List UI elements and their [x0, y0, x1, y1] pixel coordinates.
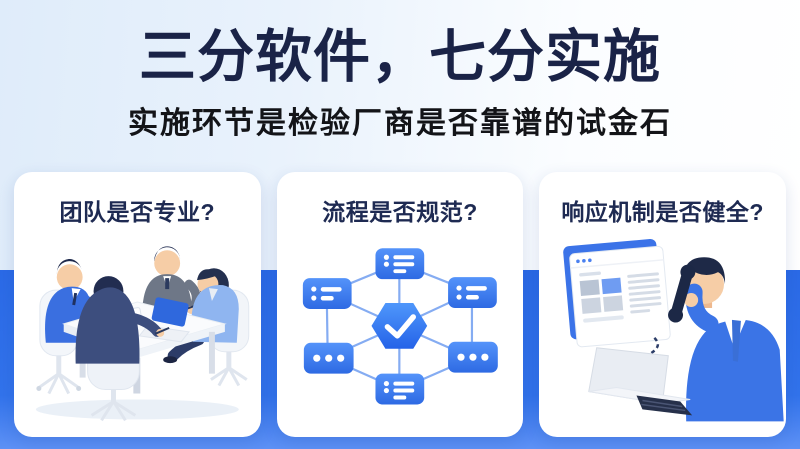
node-list-top-left [302, 278, 352, 309]
hexagon-check-icon [371, 303, 427, 349]
node-list-top [375, 248, 424, 280]
process-network-illustration [302, 248, 498, 405]
node-list-top-right [447, 277, 497, 308]
team-meeting-illustration [35, 246, 250, 422]
card-team: 团队是否专业? [14, 172, 261, 437]
card-response-title: 响应机制是否健全? [561, 199, 764, 225]
node-ellipsis-bottom-left [303, 342, 354, 374]
card-process: 流程是否规范? [276, 172, 524, 437]
card-row: 团队是否专业? [14, 172, 787, 437]
card-response: 响应机制是否健全? [539, 172, 787, 437]
phone-handset-icon [668, 264, 696, 323]
page-title: 三分软件，七分实施 [139, 25, 661, 89]
laptop [588, 347, 693, 416]
browser-window [563, 239, 672, 348]
card-team-title: 团队是否专业? [59, 199, 216, 225]
person-front-back-view [75, 276, 170, 364]
header: 三分软件，七分实施 实施环节是检验厂商是否靠谱的试金石 [0, 0, 800, 142]
page-subtitle: 实施环节是检验厂商是否靠谱的试金石 [128, 106, 672, 140]
customer-support-illustration [563, 239, 785, 422]
node-ellipsis-bottom-right [447, 341, 498, 373]
support-agent [668, 257, 785, 422]
node-list-bottom [375, 373, 424, 405]
card-process-title: 流程是否规范? [322, 199, 478, 225]
